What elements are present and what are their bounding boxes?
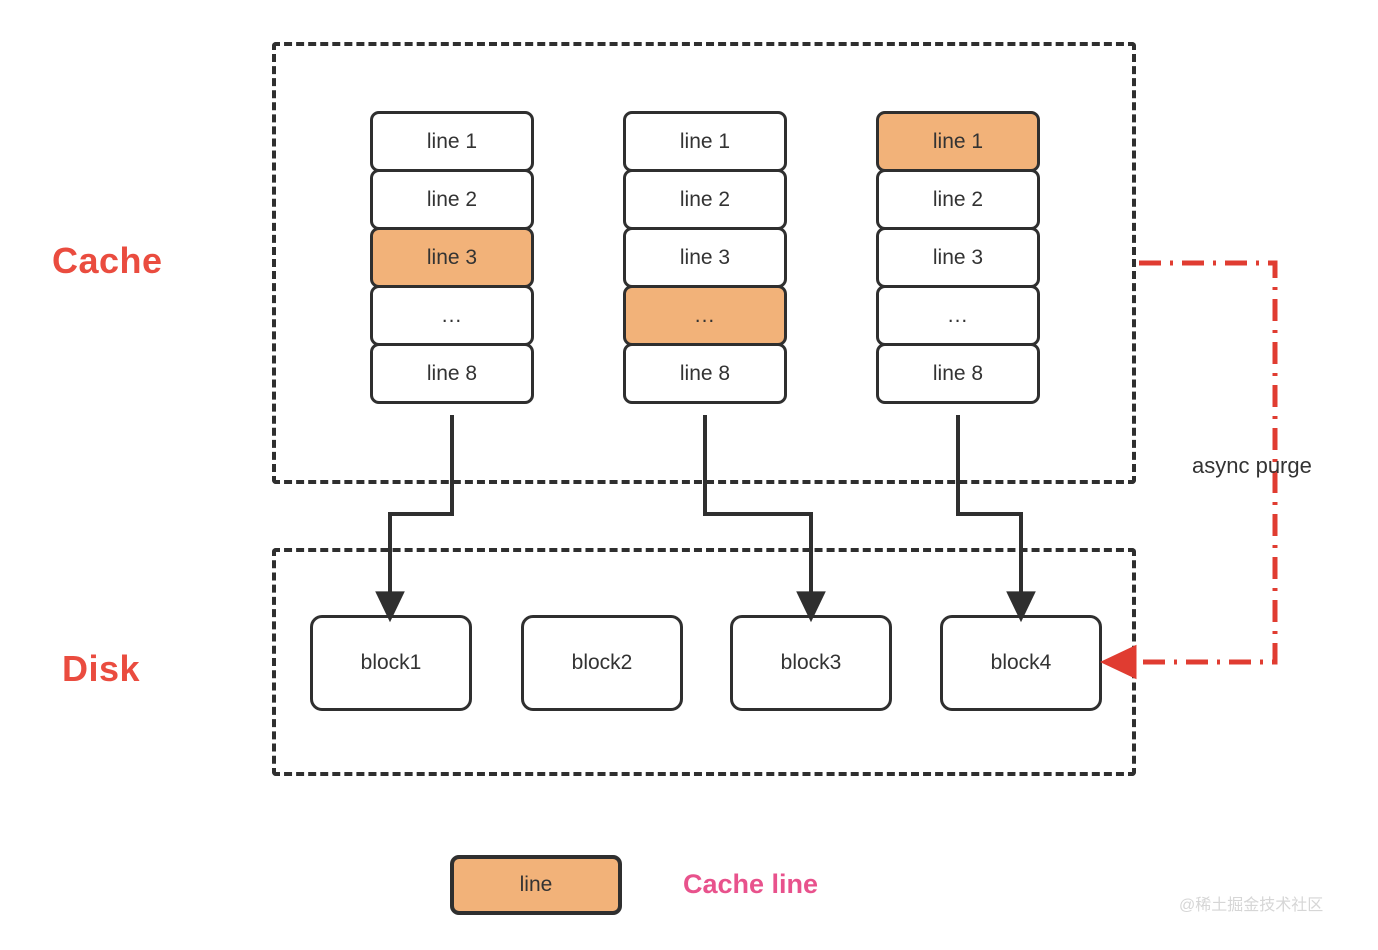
cache-line-cell[interactable]: line 3 — [623, 227, 787, 288]
legend-description: Cache line — [683, 869, 819, 899]
cache-line-cell[interactable]: line 8 — [370, 343, 534, 404]
cache-line-cell-highlighted[interactable]: line 3 — [370, 227, 534, 288]
cache-column: line 1 line 2 line 3 ... line 8 — [623, 111, 787, 404]
watermark: @稀土掘金技术社区 — [1179, 897, 1324, 914]
disk-block[interactable]: block3 — [730, 615, 892, 711]
cache-column: line 1 line 2 line 3 ... line 8 — [370, 111, 534, 404]
cache-line-cell[interactable]: line 8 — [623, 343, 787, 404]
cache-line-cell[interactable]: ... — [370, 285, 534, 346]
cache-line-cell[interactable]: ... — [876, 285, 1040, 346]
cache-line-cell[interactable]: line 2 — [623, 169, 787, 230]
disk-block[interactable]: block1 — [310, 615, 472, 711]
cache-line-cell-highlighted[interactable]: ... — [623, 285, 787, 346]
cache-line-cell-highlighted[interactable]: line 1 — [876, 111, 1040, 172]
cache-line-cell[interactable]: line 8 — [876, 343, 1040, 404]
cache-line-cell[interactable]: line 2 — [370, 169, 534, 230]
disk-section-label: Disk — [62, 648, 141, 689]
cache-line-cell[interactable]: line 1 — [623, 111, 787, 172]
cache-line-cell[interactable]: line 3 — [876, 227, 1040, 288]
cache-column: line 1 line 2 line 3 ... line 8 — [876, 111, 1040, 404]
disk-block[interactable]: block4 — [940, 615, 1102, 711]
cache-line-cell[interactable]: line 2 — [876, 169, 1040, 230]
disk-block[interactable]: block2 — [521, 615, 683, 711]
legend-swatch: line — [450, 855, 622, 915]
cache-section-label: Cache — [52, 240, 163, 281]
async-purge-label: async purge — [1192, 453, 1312, 478]
cache-line-cell[interactable]: line 1 — [370, 111, 534, 172]
